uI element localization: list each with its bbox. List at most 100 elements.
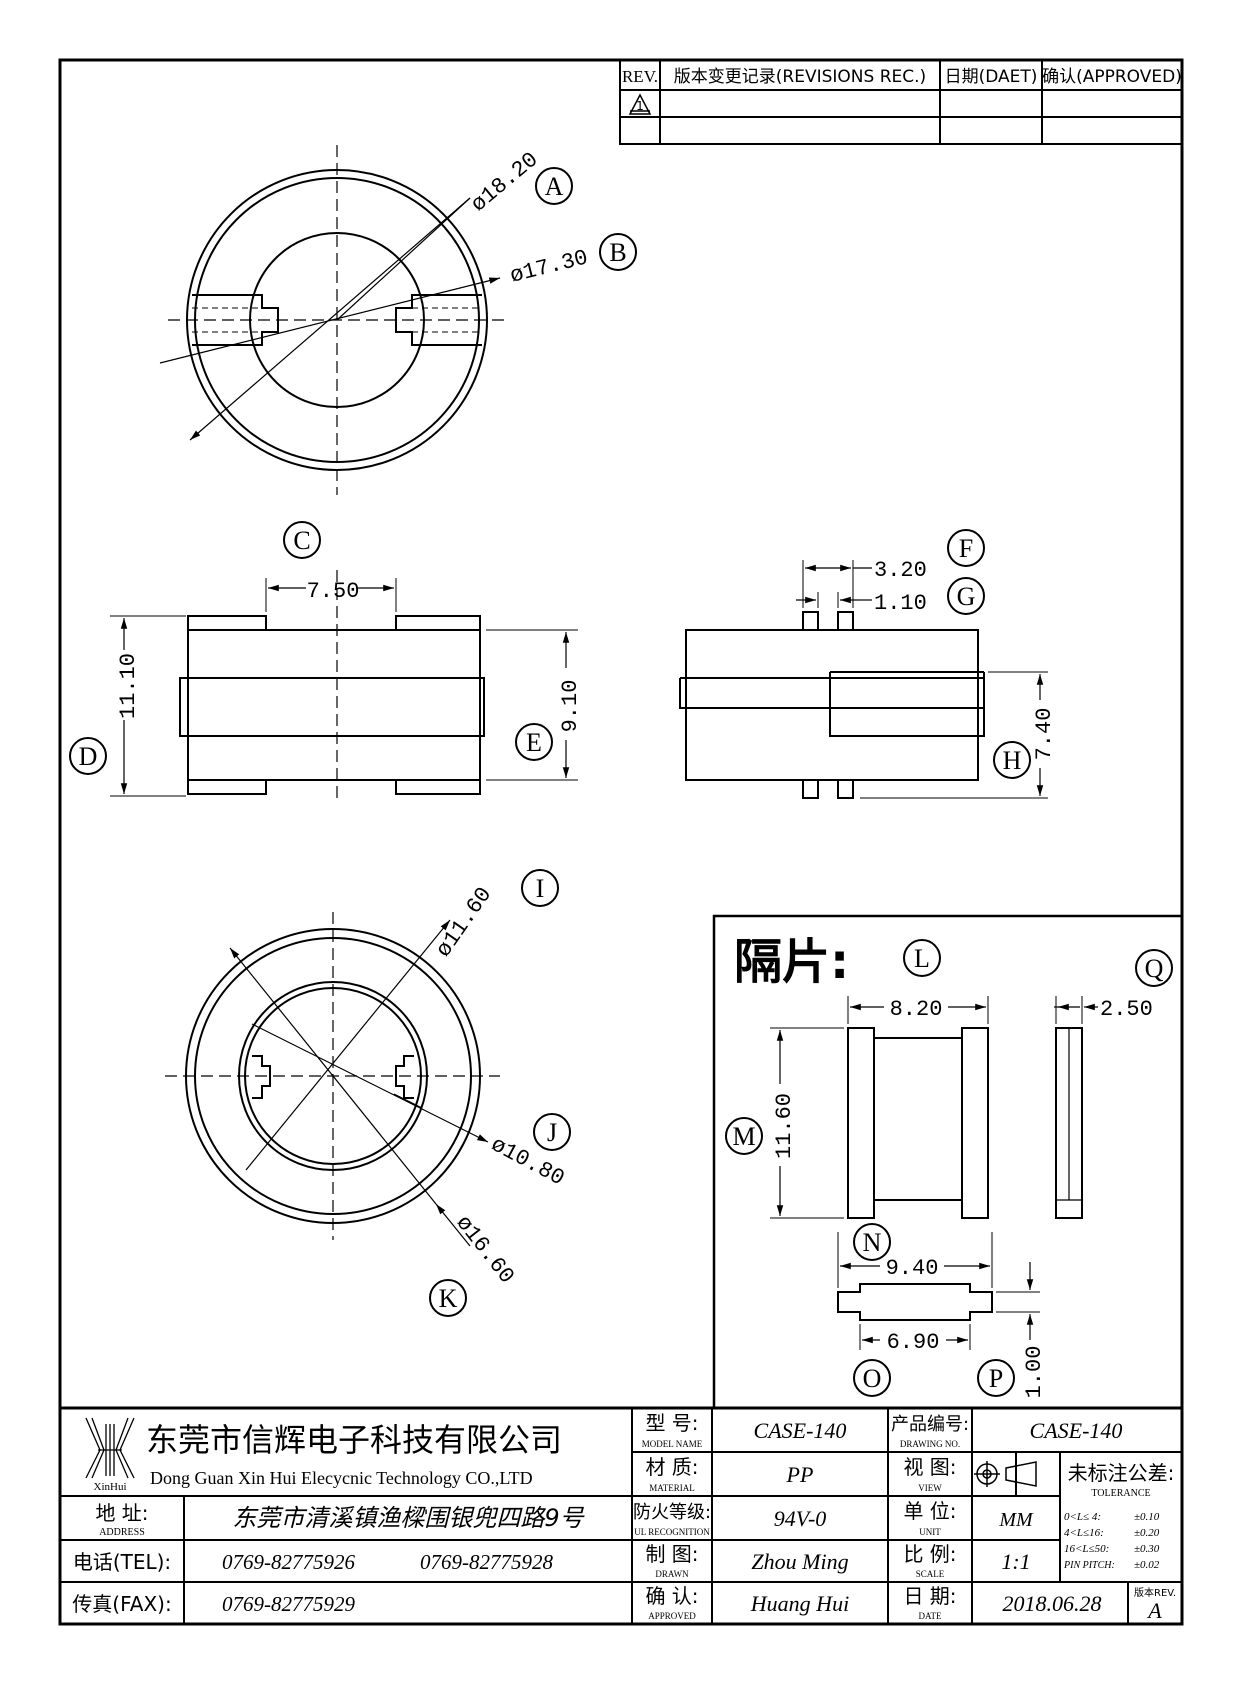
callout-M: M: [725, 1117, 763, 1155]
top-view: [159, 145, 510, 495]
approved-value: Huang Hui: [750, 1591, 849, 1616]
date-header: 日期(DAET): [945, 67, 1038, 87]
company-name-en: Dong Guan Xin Hui Elecycnic Technology C…: [150, 1468, 533, 1488]
drawn-value: Zhou Ming: [751, 1549, 848, 1574]
callout-E: E: [515, 723, 553, 761]
material-label-en: MATERIAL: [649, 1483, 695, 1493]
dim-G: 1.10: [874, 591, 927, 616]
address-label-en: ADDRESS: [99, 1527, 145, 1538]
dim-Q: 2.50: [1100, 997, 1153, 1022]
callout-P: P: [977, 1359, 1015, 1397]
dim-B: ø17.30: [508, 245, 591, 288]
callout-C: C: [283, 521, 321, 559]
svg-text:G: G: [957, 582, 976, 611]
model-value: CASE-140: [754, 1418, 847, 1443]
unit-label: 单 位:: [903, 1499, 956, 1523]
dim-M: 11.60: [772, 1093, 797, 1159]
address-value: 东莞市清溪镇渔樑围银兜四路9号: [232, 1504, 585, 1532]
svg-text:I: I: [536, 874, 545, 903]
svg-text:B: B: [609, 238, 626, 267]
view-label-en: VIEW: [918, 1483, 942, 1493]
svg-text:K: K: [439, 1284, 458, 1313]
drawing-no-label: 产品编号:: [891, 1414, 969, 1435]
tolerance-title: 未标注公差:: [1068, 1461, 1175, 1485]
approved-label: 确 认:: [645, 1584, 698, 1608]
side-view: [679, 560, 1048, 799]
svg-text:H: H: [1003, 746, 1022, 775]
tolerance-value: ±0.10: [1134, 1511, 1160, 1523]
record-header: 版本变更记录(REVISIONS REC.): [674, 67, 926, 87]
company-logo: [85, 1417, 135, 1479]
drawn-label: 制 图:: [645, 1542, 698, 1566]
svg-text:D: D: [79, 742, 98, 771]
dim-C: 7.50: [307, 579, 360, 604]
scale-label-en: SCALE: [916, 1569, 945, 1579]
separator-title: 隔片:: [734, 934, 849, 990]
dim-F: 3.20: [874, 558, 927, 583]
revision-number: 1: [636, 99, 644, 113]
revision-triangle-icon: [628, 93, 652, 115]
scale-label: 比 例:: [903, 1542, 956, 1566]
ul-label-en: UL RECOGNITION: [634, 1527, 710, 1537]
svg-text:J: J: [547, 1118, 557, 1147]
svg-text:M: M: [732, 1122, 755, 1151]
dim-I: ø11.60: [431, 883, 497, 962]
separator-views: [770, 996, 1098, 1350]
tolerance-value: ±0.02: [1134, 1559, 1160, 1571]
callout-L: L: [903, 939, 941, 977]
material-value: PP: [786, 1462, 814, 1487]
callout-Q: Q: [1135, 949, 1173, 987]
ul-value: 94V-0: [774, 1506, 827, 1531]
rev-label: 版本REV.: [1134, 1586, 1176, 1599]
dim-P: 1.00: [1022, 1346, 1047, 1399]
fax-label: 传真(FAX):: [72, 1592, 171, 1616]
svg-text:N: N: [863, 1228, 882, 1257]
callout-N: N: [853, 1223, 891, 1261]
svg-text:L: L: [914, 944, 930, 973]
drawing-no-value: CASE-140: [1030, 1418, 1123, 1443]
company-name-cn: 东莞市信辉电子科技有限公司: [146, 1421, 562, 1459]
ul-label: 防火等级:: [633, 1502, 711, 1523]
tolerance-range: PIN PITCH:: [1063, 1560, 1115, 1571]
dim-N: 9.40: [886, 1256, 939, 1281]
drawn-label-en: DRAWN: [655, 1569, 689, 1579]
rev-header: REV.: [622, 67, 658, 86]
callout-I: I: [521, 869, 559, 907]
tolerance-value: ±0.20: [1134, 1527, 1160, 1539]
view-label: 视 图:: [903, 1455, 956, 1479]
address-label: 地 址:: [95, 1501, 148, 1525]
dim-E: 9.10: [558, 680, 583, 733]
model-label: 型 号:: [645, 1411, 698, 1435]
drawing-no-label-en: DRAWING NO.: [900, 1439, 960, 1449]
callout-G: G: [947, 577, 985, 615]
tolerance-list: 0<L≤ 4: ±0.10 4<L≤16: ±0.20 16<L≤50: ±0.…: [1063, 1511, 1160, 1571]
svg-text:F: F: [959, 534, 973, 563]
title-block-grid: [60, 1406, 1182, 1624]
bottom-view: [165, 912, 500, 1247]
svg-text:E: E: [526, 728, 542, 757]
tolerance-title-en: TOLERANCE: [1091, 1488, 1150, 1499]
callout-H: H: [993, 741, 1031, 779]
svg-text:P: P: [989, 1364, 1003, 1393]
date-value: 2018.06.28: [1003, 1591, 1102, 1616]
tel-2: 0769-82775928: [420, 1550, 553, 1574]
model-label-en: MODEL NAME: [642, 1439, 703, 1449]
unit-label-en: UNIT: [919, 1527, 941, 1537]
unit-value: MM: [998, 1509, 1034, 1531]
scale-value: 1:1: [1001, 1549, 1030, 1574]
callout-O: O: [853, 1359, 891, 1397]
date-label-en: DATE: [919, 1611, 942, 1621]
svg-text:A: A: [545, 172, 564, 201]
callout-B: B: [599, 233, 637, 271]
svg-text:Q: Q: [1145, 954, 1164, 983]
dim-L: 8.20: [890, 997, 943, 1022]
callout-K: K: [429, 1279, 467, 1317]
revision-table: [619, 59, 1183, 145]
first-angle-projection-icon: [974, 1461, 1037, 1487]
tolerance-range: 0<L≤ 4:: [1064, 1511, 1101, 1523]
svg-text:C: C: [293, 526, 310, 555]
callout-A: A: [535, 167, 573, 205]
approved-header: 确认(APPROVED): [1042, 67, 1182, 87]
